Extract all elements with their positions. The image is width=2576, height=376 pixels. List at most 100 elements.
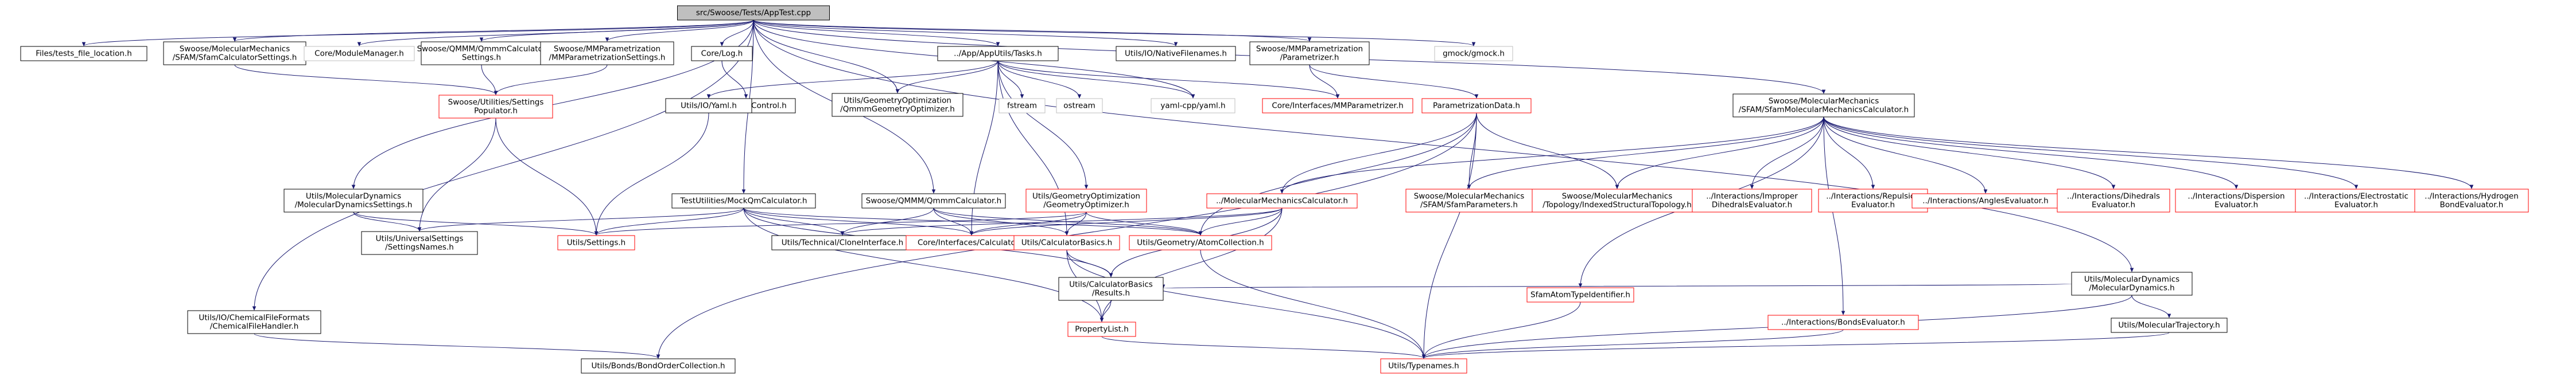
node-sfam-atomtype[interactable]: SfamAtomTypeIdentifier.h bbox=[1526, 287, 1634, 303]
edge-qmmm_settings-to-settings_populator bbox=[481, 64, 496, 95]
node-bonds-eval[interactable]: ../Interactions/BondsEvaluator.h bbox=[1767, 315, 1919, 330]
edge-qmmm_calc-to-calc_basics bbox=[933, 207, 1067, 235]
edge-calc_basics-to-calc_results bbox=[1066, 249, 1111, 277]
node-box bbox=[832, 93, 963, 117]
node-md-traj[interactable]: Utils/MolecularTrajectory.h bbox=[2111, 318, 2228, 333]
node-sfam-params[interactable]: Swoose/MolecularMechanics/SFAM/SfamParam… bbox=[1405, 189, 1533, 213]
node-label: fstream bbox=[1007, 101, 1037, 111]
node-qmmm-calc[interactable]: Swoose/QMMM/QmmmCalculator.h bbox=[861, 193, 1006, 209]
node-label: /SFAM/SfamParameters.h bbox=[1420, 201, 1518, 210]
edge-mm_parametrizer-to-param_data bbox=[1309, 64, 1477, 98]
node-label: Populator.h bbox=[474, 107, 518, 116]
node-mock-qm[interactable]: TestUtilities/MockQmCalculator.h bbox=[671, 193, 816, 209]
node-label: Swoose/MMParametrization bbox=[1256, 45, 1363, 54]
node-geom-optimizer[interactable]: Utils/GeometryOptimization/GeometryOptim… bbox=[1025, 189, 1147, 213]
node-geomopt-qmmm[interactable]: Utils/GeometryOptimization/QmmmGeometryO… bbox=[832, 93, 963, 117]
node-dihedrals[interactable]: ../Interactions/DihedralsEvaluator.h bbox=[2057, 189, 2170, 213]
node-box bbox=[2175, 189, 2298, 213]
node-box bbox=[1380, 358, 1467, 374]
node-angles[interactable]: ../Interactions/AnglesEvaluator.h bbox=[1911, 193, 2060, 209]
edge-app_utils-to-yaml_h bbox=[709, 60, 998, 98]
edge-root-to-chem_file bbox=[254, 19, 754, 310]
node-improper[interactable]: ../Interactions/ImproperDihedralsEvaluat… bbox=[1692, 189, 1812, 213]
edge-mm_parametrizer-to-mm_param_iface bbox=[1309, 64, 1338, 98]
node-mm-parametrizer[interactable]: Swoose/MMParametrization/Parametrizer.h bbox=[1249, 41, 1370, 65]
node-calc-basics[interactable]: Utils/CalculatorBasics.h bbox=[1013, 235, 1120, 250]
node-native-filenames[interactable]: Utils/IO/NativeFilenames.h bbox=[1116, 46, 1236, 61]
node-label: Utils/GeometryOptimization bbox=[844, 96, 951, 105]
node-mmparam-settings[interactable]: Swoose/MMParametrization/MMParametrizati… bbox=[540, 41, 674, 65]
edge-mm_calculator-to-clone_iface bbox=[842, 207, 1283, 235]
edge-sfam_calc-to-mm_calculator bbox=[1282, 116, 1824, 193]
edge-sfam_calc-to-repulsion bbox=[1823, 116, 1873, 189]
node-root: src/Swoose/Tests/AppTest.cpp bbox=[677, 5, 830, 21]
node-clone-iface[interactable]: Utils/Technical/CloneInterface.h bbox=[771, 235, 914, 250]
node-atom-collection[interactable]: Utils/Geometry/AtomCollection.h bbox=[1129, 235, 1272, 250]
node-box bbox=[1056, 98, 1103, 113]
edge-root-to-md_main bbox=[753, 19, 2132, 272]
node-label: Swoose/Utilities/Settings bbox=[448, 98, 544, 107]
node-label: Utils/MolecularDynamics bbox=[306, 192, 401, 201]
node-gmock: gmock/gmock.h bbox=[1434, 46, 1513, 61]
node-label: Utils/GeometryOptimization bbox=[1032, 192, 1140, 201]
edge-root-to-native_filenames bbox=[753, 19, 1176, 46]
node-label: Swoose/MolecularMechanics bbox=[1414, 192, 1525, 201]
node-label: SfamAtomTypeIdentifier.h bbox=[1530, 291, 1630, 300]
node-fstream: fstream bbox=[998, 98, 1046, 113]
node-mm-param-iface[interactable]: Core/Interfaces/MMParametrizer.h bbox=[1262, 98, 1413, 113]
edge-mock_qm-to-property_list bbox=[743, 207, 1102, 322]
node-box bbox=[187, 310, 321, 334]
edge-sfam_atomtype-to-typenames bbox=[1424, 301, 1581, 358]
node-property-list[interactable]: PropertyList.h bbox=[1067, 322, 1136, 337]
node-box bbox=[1405, 189, 1533, 213]
node-core-log[interactable]: Core/Log.h bbox=[691, 46, 753, 61]
node-calc-results[interactable]: Utils/CalculatorBasics/Results.h bbox=[1058, 277, 1164, 301]
edge-mock_qm-to-clone_iface bbox=[743, 207, 842, 235]
node-label: Swoose/MolecularMechanics bbox=[1562, 192, 1673, 201]
node-app-utils[interactable]: ../App/AppUtils/Tasks.h bbox=[937, 46, 1059, 61]
node-topology[interactable]: Swoose/MolecularMechanics/Topology/Index… bbox=[1532, 189, 1703, 213]
node-label: /SFAM/SfamMolecularMechanicsCalculator.h bbox=[1739, 105, 1909, 115]
edge-mock_qm-to-utils_settings bbox=[596, 207, 744, 235]
node-label: ../Interactions/AnglesEvaluator.h bbox=[1922, 197, 2049, 206]
node-box bbox=[438, 95, 553, 119]
node-universal-settings[interactable]: Utils/UniversalSettings/SettingsNames.h bbox=[361, 231, 478, 255]
node-md-settings[interactable]: Utils/MolecularDynamics/MolecularDynamic… bbox=[283, 189, 423, 213]
edge-root-to-core_log bbox=[722, 19, 754, 46]
edge-calc_results-to-property_list bbox=[1102, 300, 1112, 322]
node-label: src/Swoose/Tests/AppTest.cpp bbox=[696, 9, 811, 18]
node-yaml-h[interactable]: Utils/IO/Yaml.h bbox=[665, 98, 752, 113]
node-md-main[interactable]: Utils/MolecularDynamics/MolecularDynamic… bbox=[2071, 272, 2193, 296]
edge-app_utils-to-fstream bbox=[997, 60, 1022, 98]
node-box bbox=[557, 235, 635, 250]
node-files-test[interactable]: Files/tests_file_location.h bbox=[20, 46, 147, 61]
node-label: Core/Interfaces/Calculator.h bbox=[918, 238, 1025, 248]
node-param-data[interactable]: ParametrizationData.h bbox=[1421, 98, 1532, 113]
edge-geom_optimizer-to-core_calculator bbox=[972, 211, 1087, 235]
node-label: Settings.h bbox=[462, 53, 501, 62]
node-label: /ChemicalFileHandler.h bbox=[210, 322, 299, 331]
node-bond-order[interactable]: Utils/Bonds/BondOrderCollection.h bbox=[581, 358, 736, 374]
node-label: Evaluator.h bbox=[2214, 201, 2258, 210]
node-label: /MMParametrizationSettings.h bbox=[549, 53, 666, 62]
node-typenames[interactable]: Utils/Typenames.h bbox=[1380, 358, 1467, 374]
edge-property_list-to-typenames bbox=[1101, 336, 1424, 358]
edge-root-to-mmparam_settings bbox=[607, 19, 754, 41]
node-sfam-settings[interactable]: Swoose/MolecularMechanics/SFAM/SfamCalcu… bbox=[163, 41, 306, 65]
edge-root-to-geomopt_qmmm bbox=[753, 19, 897, 93]
node-utils-settings[interactable]: Utils/Settings.h bbox=[557, 235, 635, 250]
node-sfam-calc[interactable]: Swoose/MolecularMechanics/SFAM/SfamMolec… bbox=[1732, 93, 1915, 117]
edge-md_main-to-calc_results bbox=[1163, 283, 2072, 288]
node-mm-calculator[interactable]: ../MolecularMechanicsCalculator.h bbox=[1206, 193, 1358, 209]
node-box bbox=[540, 41, 674, 65]
node-chem-file[interactable]: Utils/IO/ChemicalFileFormats/ChemicalFil… bbox=[187, 310, 321, 334]
node-label: ../Interactions/Repulsion bbox=[1826, 192, 1920, 201]
edge-yaml_h-to-utils_settings bbox=[596, 112, 709, 235]
node-label: Utils/IO/ChemicalFileFormats bbox=[199, 314, 309, 323]
